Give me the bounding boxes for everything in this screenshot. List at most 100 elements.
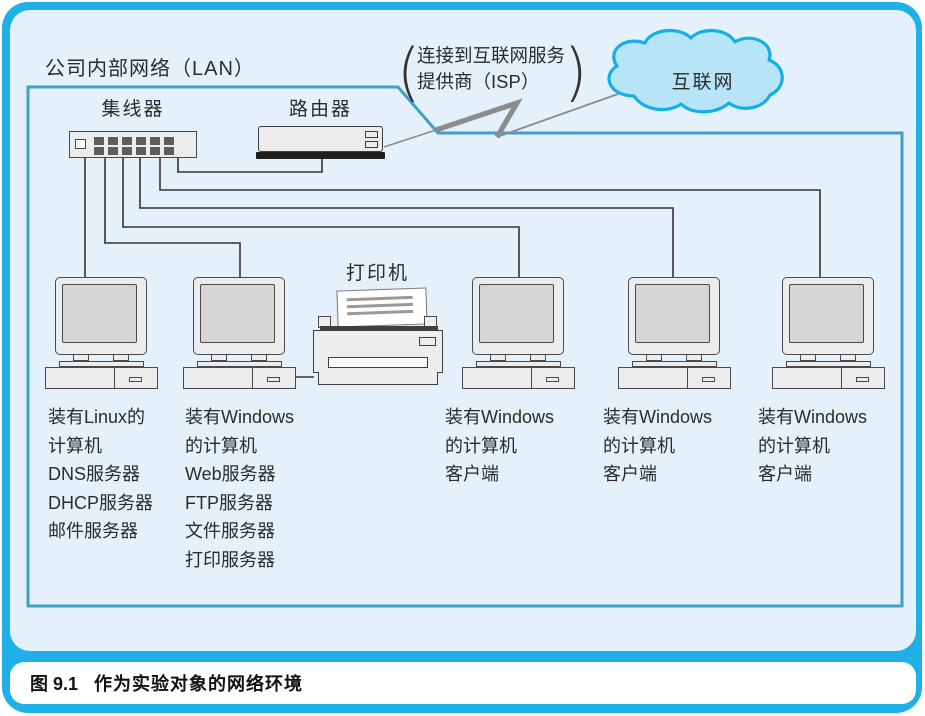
label-line: 装有Windows: [603, 407, 713, 427]
monitor-stand: [59, 361, 144, 367]
hub-led-square: [75, 139, 86, 149]
computer-case: [183, 367, 296, 389]
hub-port-icon: [136, 137, 146, 145]
computer-windows-server-icon: [183, 277, 296, 389]
hub-port-icon: [164, 147, 174, 155]
hub-port-icon: [150, 147, 160, 155]
isp-note-close-paren: ): [564, 36, 588, 110]
monitor-foot: [73, 354, 89, 361]
computer-client3-icon: [772, 277, 885, 389]
label-line: 装有Windows: [185, 407, 295, 427]
isp-link-line-router-side: [383, 129, 437, 148]
printer-base: [318, 372, 438, 385]
monitor-foot: [800, 354, 816, 361]
label-line: 的计算机: [445, 435, 517, 456]
label-line: 客户端: [603, 464, 657, 484]
isp-link-line-cloud-side: [496, 93, 619, 138]
label-line: 客户端: [758, 464, 812, 484]
computer-client2-icon: [618, 277, 731, 389]
computer3-label: 装有Windows 的计算机 客户端: [445, 403, 554, 489]
lan-boundary-box: [26, 85, 904, 608]
monitor-foot: [113, 354, 129, 361]
computer1-label: 装有Linux的 计算机 DNS服务器 DHCP服务器 邮件服务器: [48, 403, 153, 546]
router-base: [256, 152, 385, 159]
hub-port-icon: [108, 137, 118, 145]
lan-title: 公司内部网络（LAN）: [45, 58, 255, 80]
isp-note-open-paren: (: [397, 36, 421, 110]
monitor-icon: [782, 277, 874, 355]
hub-label: 集线器: [101, 99, 165, 120]
label-line: FTP服务器: [185, 492, 273, 513]
internet-label: 互联网: [671, 72, 735, 93]
computer5-label: 装有Windows 的计算机 客户端: [758, 403, 867, 489]
computer-case: [45, 367, 158, 389]
hub-port-icon: [122, 137, 132, 145]
monitor-stand: [786, 361, 871, 367]
monitor-foot: [840, 354, 856, 361]
router-body: [258, 126, 383, 152]
computer-client1-icon: [462, 277, 575, 389]
isp-note-line2: 提供商（ISP）: [417, 71, 540, 92]
label-line: 客户端: [445, 464, 499, 484]
computer-case: [618, 367, 731, 389]
hub-port-icon: [136, 147, 146, 155]
hub-icon: [69, 131, 197, 158]
case-divider: [531, 368, 532, 388]
paper-text-line: [346, 295, 413, 302]
router-label: 路由器: [288, 99, 352, 120]
printer-icon: [310, 285, 446, 387]
monitor-screen: [62, 284, 137, 343]
computer-case: [462, 367, 575, 389]
monitor-icon: [472, 277, 564, 355]
figure-number: 图 9.1: [30, 674, 79, 694]
case-divider: [252, 368, 253, 388]
floppy-slot: [267, 377, 280, 382]
monitor-screen: [200, 284, 275, 343]
label-line: 的计算机: [603, 435, 675, 456]
figure-caption-text: 作为实验对象的网络环境: [94, 674, 304, 694]
monitor-stand: [197, 361, 282, 367]
case-divider: [687, 368, 688, 388]
printer-paper: [336, 287, 428, 328]
monitor-foot: [646, 354, 662, 361]
monitor-icon: [628, 277, 720, 355]
monitor-stand: [632, 361, 717, 367]
cable-hub-to-pc3: [122, 157, 520, 278]
printer-feed-slot: [320, 326, 438, 330]
monitor-foot: [530, 354, 546, 361]
cable-hub-to-pc4: [139, 157, 674, 278]
internet-cloud-icon: [607, 29, 784, 114]
label-line: 计算机: [48, 435, 102, 456]
label-line: 的计算机: [758, 435, 830, 456]
case-divider: [841, 368, 842, 388]
label-line: 装有Linux的: [48, 407, 146, 427]
lightning-bolt-icon: [435, 98, 523, 139]
hub-port-icon: [122, 147, 132, 155]
label-line: Web服务器: [185, 464, 276, 484]
monitor-icon: [193, 277, 285, 355]
hub-port-icon: [150, 137, 160, 145]
monitor-icon: [55, 277, 147, 355]
monitor-foot: [211, 354, 227, 361]
floppy-slot: [546, 377, 559, 382]
floppy-slot: [856, 377, 869, 382]
label-line: 邮件服务器: [48, 521, 138, 541]
case-divider: [114, 368, 115, 388]
floppy-slot: [129, 377, 142, 382]
computer2-label: 装有Windows 的计算机 Web服务器 FTP服务器 文件服务器 打印服务器: [185, 403, 294, 574]
hub-port-icon: [94, 147, 104, 155]
computer-linux-server-icon: [45, 277, 158, 389]
router-icon: [256, 126, 385, 160]
label-line: 的计算机: [185, 435, 257, 456]
isp-note-line1: 连接到互联网服务: [417, 45, 566, 66]
printer-output-tray: [328, 357, 428, 368]
paper-text-line: [347, 309, 414, 316]
computer-case: [772, 367, 885, 389]
label-line: 装有Windows: [445, 407, 555, 427]
cable-hub-to-pc2: [104, 157, 241, 278]
computer4-label: 装有Windows 的计算机 客户端: [603, 403, 712, 489]
printer-label: 打印机: [345, 263, 409, 284]
hub-port-icon: [94, 137, 104, 145]
